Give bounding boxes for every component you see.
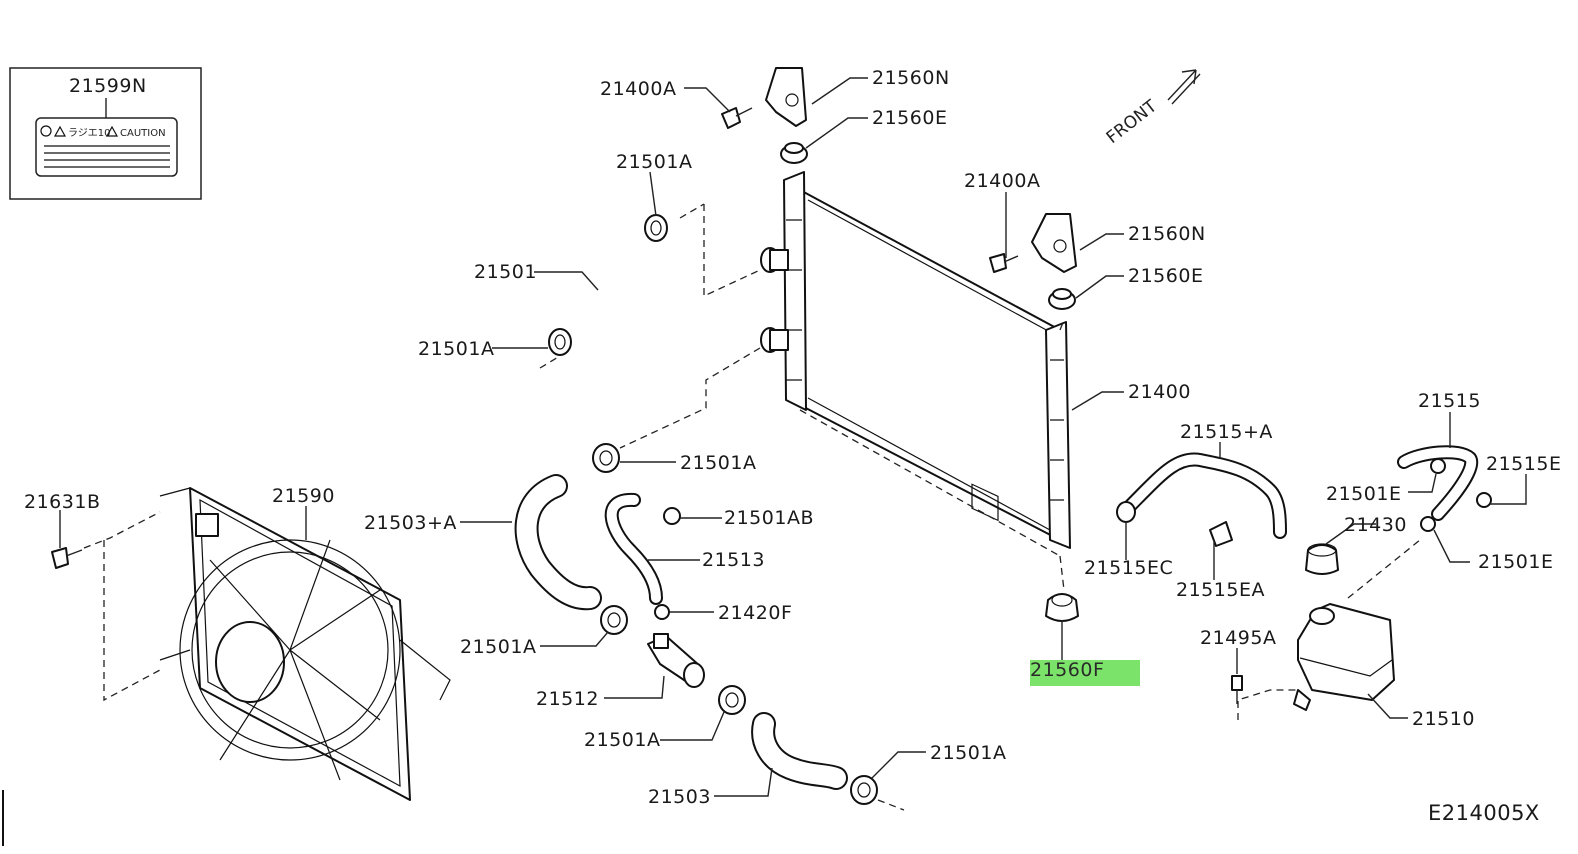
label-21560E-right[interactable]: 21560E: [1128, 265, 1203, 287]
bolt-21631B: [51, 547, 83, 569]
label-21631B[interactable]: 21631B: [24, 491, 100, 513]
diagram-code: E214005X: [1428, 801, 1540, 825]
caution-triangle-icon: [105, 125, 119, 137]
hose-21515: [1397, 445, 1479, 521]
front-label: FRONT: [1103, 96, 1162, 148]
label-21501A-2[interactable]: 21501A: [418, 338, 494, 360]
clamp-21501E-1: [1430, 458, 1446, 474]
bolt-21400A-right: [989, 253, 1019, 273]
label-21495A[interactable]: 21495A: [1200, 627, 1276, 649]
label-21430[interactable]: 21430: [1344, 514, 1407, 536]
bracket-21560N-top: [765, 67, 807, 127]
label-21501A-6[interactable]: 21501A: [930, 742, 1006, 764]
clamp-21501A-1: [644, 214, 668, 242]
clamp-21420F: [654, 604, 670, 620]
label-21503[interactable]: 21503: [648, 786, 711, 808]
mount-21560F: [1045, 593, 1079, 622]
label-21501A-1[interactable]: 21501A: [616, 151, 692, 173]
label-21503A[interactable]: 21503+A: [364, 512, 457, 534]
label-21400A-right[interactable]: 21400A: [964, 170, 1040, 192]
caution-text: CAUTION: [120, 128, 166, 139]
part-labels: 21400A 21560N 21560E 21501A 21400A 21560…: [24, 67, 1561, 808]
hose-21503: [751, 712, 848, 790]
joint-21512: [647, 633, 705, 688]
grommet-21560E-right: [1048, 288, 1076, 310]
clamp-21501A-6: [850, 775, 878, 805]
bolt-21400A-top: [721, 107, 753, 129]
clamp-21501A-3: [592, 443, 620, 473]
radiator-21400: [760, 171, 1071, 549]
label-21501AB[interactable]: 21501AB: [724, 507, 814, 529]
reservoir-21510: [1293, 603, 1395, 711]
bracket-21560N-right: [1031, 213, 1077, 273]
label-21512[interactable]: 21512: [536, 688, 599, 710]
bolt-21495A: [1231, 675, 1243, 704]
label-21501A-3[interactable]: 21501A: [680, 452, 756, 474]
warning-triangle-icon: [53, 125, 67, 137]
hose-21513: [604, 493, 663, 605]
label-21501A-4[interactable]: 21501A: [460, 636, 536, 658]
label-21513[interactable]: 21513: [702, 549, 765, 571]
caption-box-21599N: 21599N ラジエ10 CAUTION: [9, 67, 202, 200]
leader-lines: [59, 77, 1527, 797]
label-21501E-1[interactable]: 21501E: [1326, 483, 1401, 505]
caution-label-sticker: [35, 117, 178, 177]
clamp-21515E: [1476, 492, 1492, 508]
label-21590[interactable]: 21590: [272, 485, 335, 507]
highlight-21560F: [1030, 660, 1140, 686]
warning-symbol-icon: [40, 125, 52, 137]
fan-shroud-21590: [159, 487, 451, 801]
clamp-21501A-4: [600, 605, 628, 635]
clamp-21501E-2: [1420, 516, 1436, 532]
label-21420F[interactable]: 21420F: [718, 602, 792, 624]
label-21400A-top[interactable]: 21400A: [600, 78, 676, 100]
label-21501[interactable]: 21501: [474, 261, 537, 283]
clamp-21501A-2: [548, 328, 572, 356]
hose-21501: [579, 243, 663, 332]
label-21599N: 21599N: [69, 75, 147, 97]
clamp-21501A-5: [718, 685, 746, 715]
label-21515EA[interactable]: 21515EA: [1176, 579, 1265, 601]
hose-21515A: [1123, 452, 1287, 539]
front-direction-arrow: FRONT: [1103, 69, 1201, 148]
label-21515EC[interactable]: 21515EC: [1084, 557, 1173, 579]
label-21560E-top[interactable]: 21560E: [872, 107, 947, 129]
clamp-21501AB: [663, 507, 681, 525]
label-21501A-5[interactable]: 21501A: [584, 729, 660, 751]
label-21510[interactable]: 21510: [1412, 708, 1475, 730]
label-21400[interactable]: 21400: [1128, 381, 1191, 403]
reservoir-cap-21430: [1305, 543, 1339, 575]
label-21515E[interactable]: 21515E: [1486, 453, 1561, 475]
label-21560N-top[interactable]: 21560N: [872, 67, 950, 89]
label-21515[interactable]: 21515: [1418, 390, 1481, 412]
hose-21503A: [514, 474, 602, 611]
label-21501E-2[interactable]: 21501E: [1478, 551, 1553, 573]
label-21560F[interactable]: 21560F: [1030, 659, 1104, 681]
assembly-lines: [83, 203, 1421, 811]
label-21515A[interactable]: 21515+A: [1180, 421, 1273, 443]
label-kanji: ラジエ10: [68, 127, 111, 139]
label-21560N-right[interactable]: 21560N: [1128, 223, 1206, 245]
grommet-21560E-top: [780, 142, 808, 164]
clamp-21515EC: [1116, 501, 1136, 523]
